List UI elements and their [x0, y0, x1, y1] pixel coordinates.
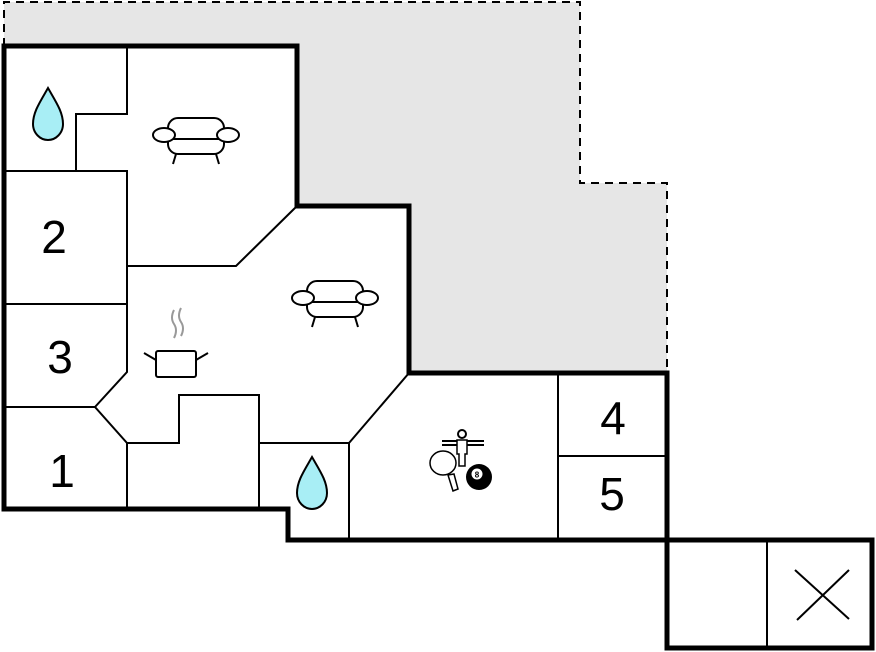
sofa-icon [152, 117, 240, 165]
room-label-4: 4 [600, 392, 626, 444]
cross-icon [794, 569, 850, 621]
exterior-walls [1, 43, 670, 543]
annex-walls [664, 537, 875, 651]
interior-walls [4, 46, 768, 648]
terrace-area [4, 2, 667, 373]
room-label-2: 2 [41, 211, 67, 263]
room-label-5: 5 [599, 468, 625, 520]
table-tennis-icon [429, 450, 459, 492]
billiard-ball-icon: 8 [466, 464, 492, 490]
game-room-icons: 8 [429, 429, 492, 492]
water-drop-icon [295, 454, 329, 511]
sofa-icon [291, 280, 379, 328]
billiard-ball-number: 8 [475, 471, 480, 480]
water-drop-icon [31, 85, 65, 142]
room-label-1: 1 [49, 445, 75, 497]
cooking-pot-icon [143, 307, 209, 378]
room-label-3: 3 [47, 331, 73, 383]
foosball-icon [442, 429, 484, 467]
